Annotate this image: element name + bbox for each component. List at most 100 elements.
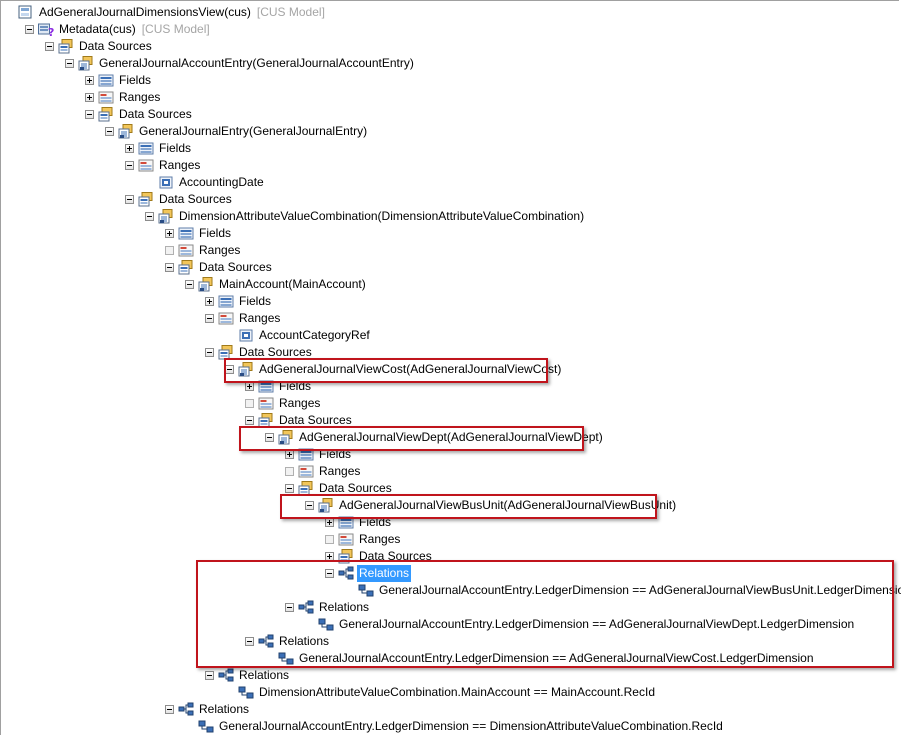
- tree-node[interactable]: Relations: [1, 667, 898, 684]
- tree-node[interactable]: AdGeneralJournalViewBusUnit(AdGeneralJou…: [1, 497, 898, 514]
- expand-toggle[interactable]: [85, 93, 94, 102]
- tree-node[interactable]: Fields: [1, 378, 898, 395]
- tree-node[interactable]: Ranges: [1, 395, 898, 412]
- tree-node[interactable]: Data Sources: [1, 106, 898, 123]
- collapse-toggle[interactable]: [225, 365, 234, 374]
- collapse-toggle[interactable]: [185, 280, 194, 289]
- tree-node-label[interactable]: Data Sources: [79, 39, 152, 53]
- tree-node-label[interactable]: DimensionAttributeValueCombination.MainA…: [259, 685, 655, 699]
- tree-node[interactable]: DimensionAttributeValueCombination.MainA…: [1, 684, 898, 701]
- tree-node[interactable]: Fields: [1, 72, 898, 89]
- collapse-toggle[interactable]: [85, 110, 94, 119]
- expand-toggle[interactable]: [85, 76, 94, 85]
- collapse-toggle[interactable]: [305, 501, 314, 510]
- collapse-toggle[interactable]: [65, 59, 74, 68]
- tree-node-label[interactable]: AdGeneralJournalViewCost(AdGeneralJourna…: [259, 362, 562, 376]
- tree-node[interactable]: Fields: [1, 225, 898, 242]
- collapse-toggle[interactable]: [45, 42, 54, 51]
- tree-node-label[interactable]: GeneralJournalAccountEntry.LedgerDimensi…: [339, 617, 855, 631]
- collapse-toggle[interactable]: [285, 484, 294, 493]
- tree-node-label[interactable]: Fields: [359, 515, 392, 529]
- tree-node[interactable]: GeneralJournalAccountEntry.LedgerDimensi…: [1, 616, 898, 633]
- tree-node[interactable]: Relations: [1, 565, 898, 582]
- tree-node[interactable]: Data Sources: [1, 548, 898, 565]
- tree-node-label[interactable]: MainAccount(MainAccount): [219, 277, 366, 291]
- tree-node[interactable]: ?Metadata(cus)[CUS Model]: [1, 21, 898, 39]
- collapse-toggle[interactable]: [125, 195, 134, 204]
- collapse-toggle[interactable]: [25, 25, 34, 34]
- collapse-toggle[interactable]: [205, 671, 214, 680]
- tree-node-label[interactable]: Relations: [279, 634, 330, 648]
- tree-node[interactable]: GeneralJournalAccountEntry(GeneralJourna…: [1, 55, 898, 72]
- tree-node[interactable]: Data Sources: [1, 259, 898, 276]
- collapse-toggle[interactable]: [165, 705, 174, 714]
- tree-node-label[interactable]: AdGeneralJournalDimensionsView(cus)[CUS …: [39, 5, 325, 19]
- tree-node[interactable]: GeneralJournalEntry(GeneralJournalEntry): [1, 123, 898, 140]
- expand-toggle[interactable]: [125, 144, 134, 153]
- tree-node-label[interactable]: Data Sources: [279, 413, 352, 427]
- collapse-toggle[interactable]: [105, 127, 114, 136]
- tree-node-label[interactable]: AccountCategoryRef: [259, 328, 370, 342]
- tree-node[interactable]: Data Sources: [1, 191, 898, 208]
- tree-node-label[interactable]: Fields: [119, 73, 152, 87]
- tree-node-label[interactable]: AccountingDate: [179, 175, 264, 189]
- tree-node[interactable]: GeneralJournalAccountEntry.LedgerDimensi…: [1, 718, 898, 735]
- tree-node[interactable]: Data Sources: [1, 412, 898, 429]
- tree-node-label[interactable]: Ranges: [119, 90, 161, 104]
- tree-node[interactable]: Ranges: [1, 157, 898, 174]
- expand-toggle[interactable]: [325, 552, 334, 561]
- tree-node-label[interactable]: Ranges: [359, 532, 401, 546]
- tree-node-label[interactable]: GeneralJournalAccountEntry.LedgerDimensi…: [299, 651, 814, 665]
- tree-node-label[interactable]: Relations: [199, 702, 250, 716]
- collapse-toggle[interactable]: [205, 348, 214, 357]
- collapse-toggle[interactable]: [125, 161, 134, 170]
- tree-node-label[interactable]: Data Sources: [239, 345, 312, 359]
- tree-node-label[interactable]: Data Sources: [359, 549, 432, 563]
- tree-node-label[interactable]: GeneralJournalAccountEntry.LedgerDimensi…: [379, 583, 901, 597]
- tree-node-label[interactable]: AdGeneralJournalViewDept(AdGeneralJourna…: [299, 430, 603, 444]
- collapse-toggle[interactable]: [145, 212, 154, 221]
- tree-node-label[interactable]: Fields: [199, 226, 232, 240]
- tree-node-label[interactable]: Relations: [239, 668, 290, 682]
- tree-node-label[interactable]: DimensionAttributeValueCombination(Dimen…: [179, 209, 585, 223]
- tree-node[interactable]: Ranges: [1, 89, 898, 106]
- tree-node-label[interactable]: Relations: [319, 600, 370, 614]
- tree-node[interactable]: Relations: [1, 701, 898, 718]
- collapse-toggle[interactable]: [165, 263, 174, 272]
- tree-node[interactable]: Ranges: [1, 242, 898, 259]
- tree-node-label[interactable]: Data Sources: [319, 481, 392, 495]
- tree-node[interactable]: Data Sources: [1, 480, 898, 497]
- tree-node[interactable]: DimensionAttributeValueCombination(Dimen…: [1, 208, 898, 225]
- tree-node[interactable]: Ranges: [1, 310, 898, 327]
- expand-toggle[interactable]: [245, 382, 254, 391]
- tree-node[interactable]: Fields: [1, 446, 898, 463]
- expand-toggle[interactable]: [205, 297, 214, 306]
- tree-node-label[interactable]: GeneralJournalAccountEntry.LedgerDimensi…: [219, 719, 723, 733]
- tree-node[interactable]: AccountCategoryRef: [1, 327, 898, 344]
- tree-node[interactable]: Data Sources: [1, 344, 898, 361]
- tree-node-label[interactable]: Data Sources: [199, 260, 272, 274]
- collapse-toggle[interactable]: [325, 569, 334, 578]
- tree-node-label[interactable]: Ranges: [279, 396, 321, 410]
- collapse-toggle[interactable]: [205, 314, 214, 323]
- collapse-toggle[interactable]: [245, 416, 254, 425]
- expand-toggle[interactable]: [165, 229, 174, 238]
- tree-node-label[interactable]: Fields: [279, 379, 312, 393]
- tree-node[interactable]: MainAccount(MainAccount): [1, 276, 898, 293]
- tree-node-label[interactable]: Ranges: [199, 243, 241, 257]
- tree-node-label[interactable]: GeneralJournalEntry(GeneralJournalEntry): [139, 124, 368, 138]
- collapse-toggle[interactable]: [245, 637, 254, 646]
- tree-node-label[interactable]: Fields: [159, 141, 192, 155]
- tree-node[interactable]: Relations: [1, 633, 898, 650]
- tree-node-label[interactable]: Ranges: [159, 158, 201, 172]
- collapse-toggle[interactable]: [285, 603, 294, 612]
- tree-node-label[interactable]: GeneralJournalAccountEntry(GeneralJourna…: [99, 56, 414, 70]
- tree-node-label[interactable]: AdGeneralJournalViewBusUnit(AdGeneralJou…: [339, 498, 677, 512]
- tree-node-label[interactable]: Metadata(cus)[CUS Model]: [59, 22, 210, 36]
- expand-toggle[interactable]: [325, 518, 334, 527]
- expand-toggle[interactable]: [285, 450, 294, 459]
- tree-node[interactable]: AccountingDate: [1, 174, 898, 191]
- tree-node[interactable]: Fields: [1, 293, 898, 310]
- tree-node[interactable]: AdGeneralJournalViewDept(AdGeneralJourna…: [1, 429, 898, 446]
